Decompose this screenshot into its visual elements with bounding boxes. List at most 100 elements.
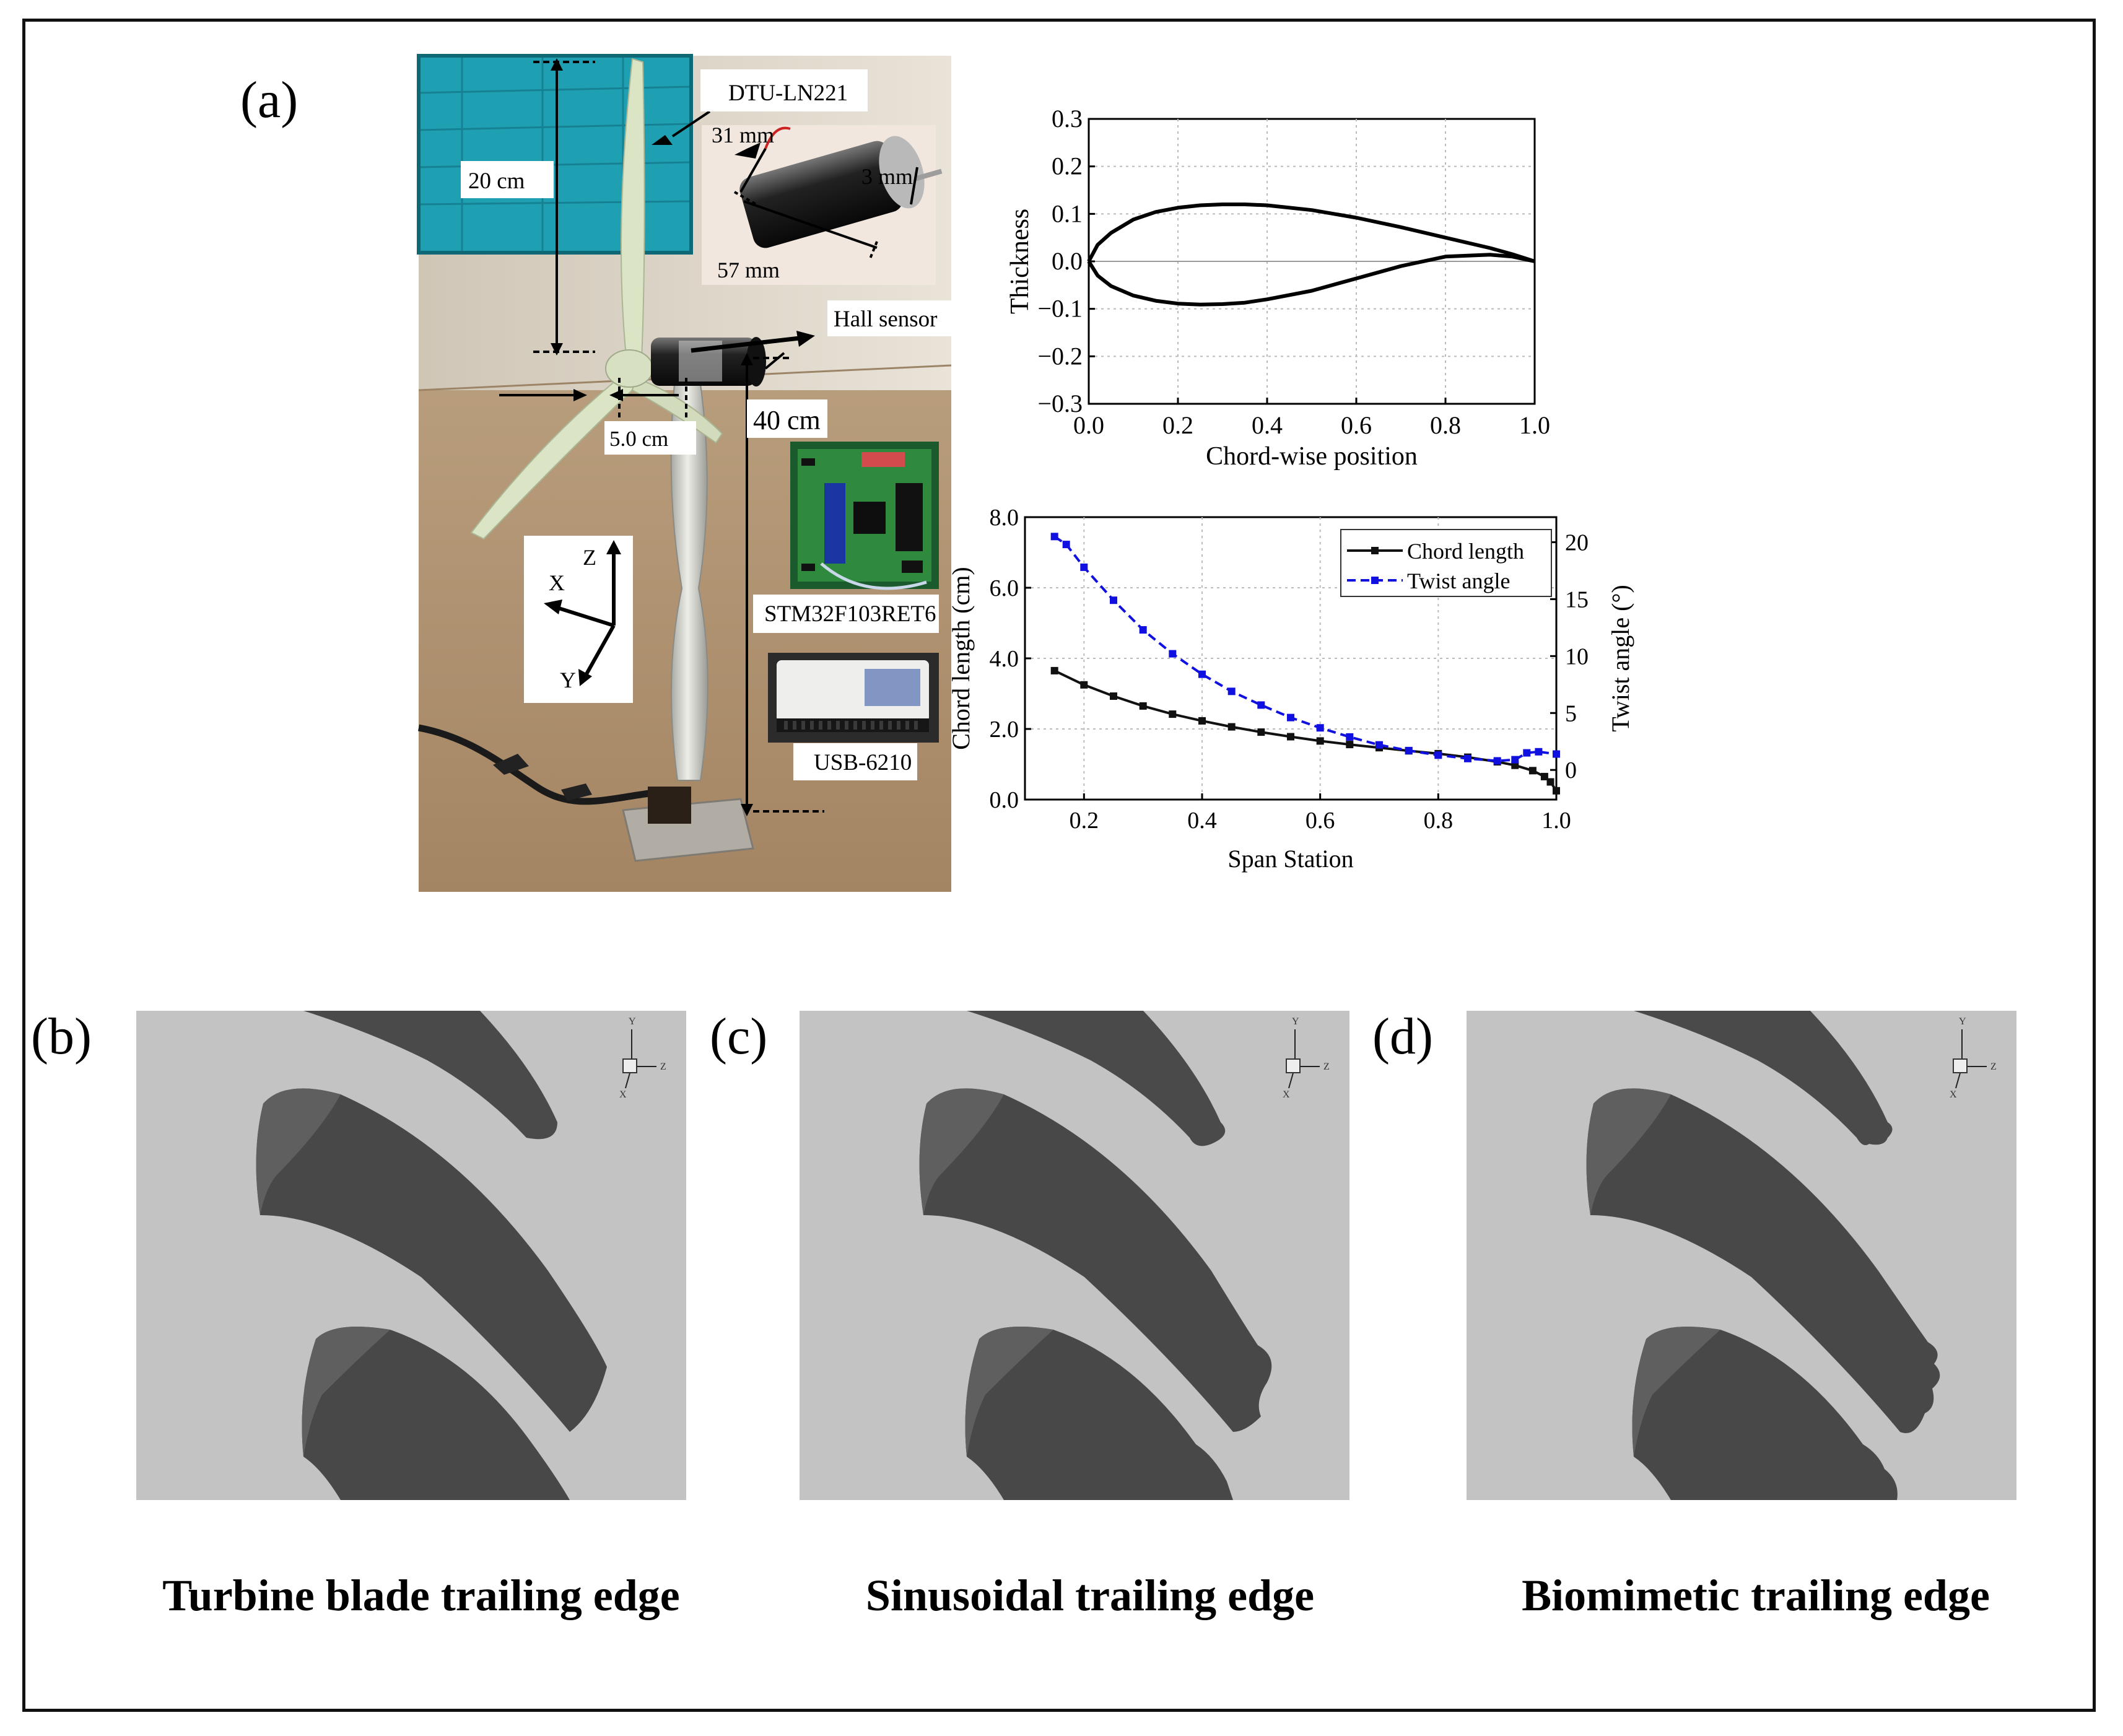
- twist-angle-point: [1198, 670, 1206, 678]
- triad-x-b: X: [619, 1089, 627, 1100]
- chord-length-point: [1316, 737, 1324, 745]
- chord-length-point: [1511, 761, 1519, 769]
- chord-length-point: [1050, 666, 1058, 674]
- panel-label-b: (b): [31, 1008, 92, 1065]
- chord-ytick-label: 4.0: [990, 646, 1019, 672]
- hall-sensor-label: Hall sensor: [834, 307, 938, 332]
- tower-height-label: 40 cm: [753, 405, 821, 435]
- chord-length-point: [1528, 767, 1537, 775]
- chord-twist-xlabel: Span Station: [1227, 845, 1353, 873]
- chord-length-point: [1257, 728, 1265, 736]
- airfoil-ytick-label: 0.1: [1052, 199, 1083, 227]
- figure-frame: [22, 19, 2096, 1712]
- triad-z-b: Z: [660, 1062, 666, 1072]
- triad-y-c: Y: [1292, 1016, 1299, 1027]
- legend-twist-marker: [1371, 577, 1379, 584]
- airfoil-xtick-label: 0.4: [1252, 411, 1283, 439]
- twist-angle-point: [1375, 741, 1383, 749]
- triad-x-d: X: [1950, 1089, 1957, 1100]
- airfoil-xtick-label: 0.6: [1341, 411, 1372, 439]
- chord-length-point: [1198, 717, 1206, 725]
- hub-width-label: 5.0 cm: [609, 427, 668, 451]
- twist-angle-point: [1287, 713, 1294, 722]
- legend-chord-marker: [1371, 547, 1379, 554]
- airfoil-chart: 0.0 0.2 0.4 0.6 0.8 1.0 0.3 0.2 0.1 0.0 −0.1 −0.2 −0…: [1006, 105, 1550, 471]
- render-biomimetic-edge: Y Z X: [1467, 1011, 2016, 1500]
- axis-y-label: Y: [560, 668, 576, 692]
- legend-chord-label: Chord length: [1407, 539, 1524, 564]
- airfoil-xtick-label: 1.0: [1519, 411, 1550, 439]
- airfoil-lower-surface-line: [1087, 253, 1535, 307]
- twist-angle-point: [1227, 687, 1236, 696]
- render-sinusoidal-edge: Y Z X: [800, 1011, 1349, 1500]
- chord-length-point: [1169, 710, 1177, 718]
- twist-angle-point: [1110, 596, 1117, 604]
- chord-xtick-label: 0.6: [1306, 808, 1335, 834]
- chord-ylabel: Chord length (cm): [947, 567, 975, 750]
- twist-angle-point: [1405, 746, 1413, 754]
- twist-ytick-label: 0: [1565, 757, 1577, 783]
- caption-straight: Turbine blade trailing edge: [162, 1571, 680, 1620]
- airfoil-xtick-label: 0.8: [1430, 411, 1461, 439]
- panel-label-c: (c): [710, 1008, 768, 1065]
- twist-angle-point: [1316, 724, 1324, 732]
- shaft-diameter-label: 3 mm: [861, 164, 913, 189]
- twist-angle-point: [1434, 751, 1442, 759]
- twist-ytick-label: 20: [1565, 530, 1589, 556]
- caption-sinusoidal: Sinusoidal trailing edge: [865, 1571, 1315, 1620]
- twist-angle-point: [1523, 749, 1531, 757]
- chord-ytick-label: 0.0: [990, 787, 1019, 813]
- panel-label-a: (a): [240, 71, 299, 129]
- triad-y-d: Y: [1959, 1016, 1966, 1027]
- twist-angle-point: [1553, 750, 1560, 758]
- twist-angle-point: [1062, 541, 1070, 549]
- chord-ytick-label: 2.0: [990, 717, 1019, 743]
- legend-twist-label: Twist angle: [1407, 569, 1510, 593]
- axis-z-label: Z: [583, 545, 596, 570]
- motor-diameter-label: 31 mm: [712, 123, 774, 147]
- twist-ylabel: Twist angle (°): [1606, 585, 1634, 732]
- twist-angle-point: [1346, 733, 1354, 741]
- airfoil-ytick-label: 0.0: [1052, 247, 1083, 275]
- airfoil-ylabel: Thickness: [1006, 209, 1034, 314]
- render-straight-edge: Y Z X: [136, 1011, 686, 1500]
- airfoil-upper-surface-line: [1087, 203, 1535, 263]
- chord-xtick-label: 0.8: [1424, 808, 1454, 834]
- turbine-photo: Z X Y DTU-LN221 20 cm 31 mm 3 mm: [417, 54, 952, 892]
- chord-length-point: [1540, 772, 1548, 780]
- airfoil-ytick-label: 0.2: [1052, 152, 1083, 180]
- triad-z-c: Z: [1323, 1062, 1330, 1072]
- twist-ytick-label: 10: [1565, 643, 1589, 670]
- twist-angle-point: [1257, 701, 1265, 709]
- motor-length-label: 57 mm: [717, 258, 780, 282]
- twist-ytick-label: 5: [1565, 700, 1577, 726]
- panel-label-d: (d): [1372, 1008, 1433, 1065]
- chord-length-point: [1110, 692, 1117, 700]
- airfoil-ytick-label: 0.3: [1052, 105, 1083, 133]
- blade-model-label: DTU-LN221: [728, 81, 848, 106]
- triad-y-b: Y: [629, 1016, 636, 1027]
- chord-length-point: [1346, 741, 1354, 749]
- chord-length-series-line: [1053, 670, 1558, 792]
- controller-board-label: STM32F103RET6: [764, 601, 936, 627]
- airfoil-ytick-label: −0.1: [1037, 295, 1083, 323]
- twist-angle-point: [1080, 563, 1088, 571]
- chord-ytick-label: 6.0: [990, 575, 1019, 601]
- triad-x-c: X: [1283, 1089, 1290, 1100]
- airfoil-xtick-label: 0.0: [1073, 411, 1104, 439]
- chord-length-point: [1553, 787, 1560, 795]
- airfoil-xtick-label: 0.2: [1162, 411, 1193, 439]
- twist-angle-point: [1169, 650, 1177, 658]
- chord-length-point: [1139, 702, 1147, 710]
- chord-xtick-label: 1.0: [1541, 808, 1571, 834]
- airfoil-ytick-label: −0.3: [1037, 390, 1083, 417]
- chord-length-point: [1227, 723, 1236, 731]
- twist-angle-point: [1139, 626, 1147, 634]
- chart-legend: [1340, 529, 1552, 597]
- twist-angle-point: [1511, 756, 1519, 764]
- twist-ytick-label: 15: [1565, 587, 1589, 613]
- airfoil-ytick-label: −0.2: [1037, 342, 1083, 370]
- triad-z-d: Z: [1990, 1062, 1997, 1072]
- chord-ytick-label: 8.0: [990, 505, 1019, 531]
